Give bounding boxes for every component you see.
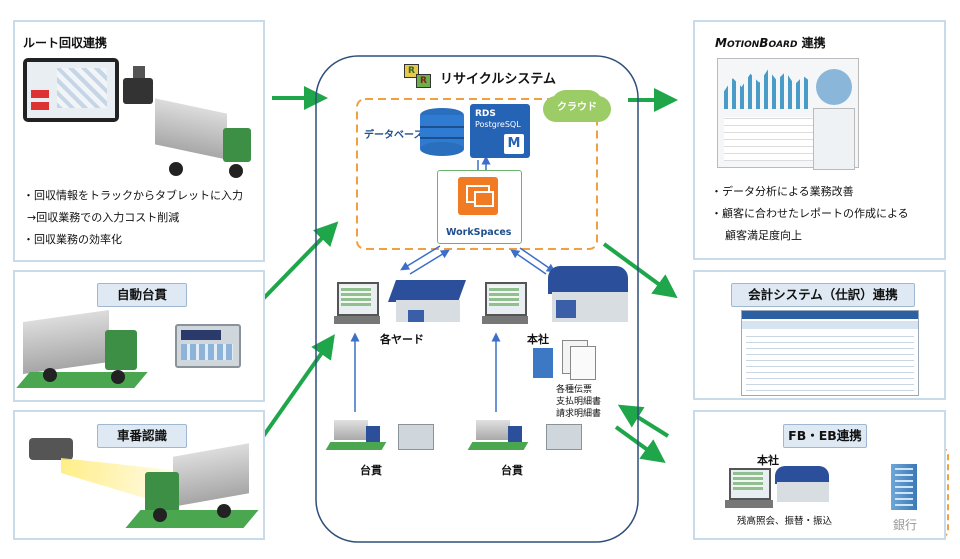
arrow-docs-to-fbeb bbox=[614, 425, 666, 464]
plate-recognition-panel: 車番認識 bbox=[13, 410, 265, 540]
hq-label: 本社 bbox=[527, 333, 549, 346]
fbeb-pc-icon bbox=[729, 468, 771, 500]
bank-label: 銀行 bbox=[893, 518, 918, 532]
route-bullet-3: ・回収業務の効率化 bbox=[23, 233, 122, 246]
rds-icon: RDS PostgreSQL M bbox=[470, 104, 530, 158]
motionboard-bullet-2: ・顧客に合わせたレポートの作成による bbox=[711, 207, 909, 220]
rds-label: RDS bbox=[475, 109, 496, 119]
scale-terminal-image bbox=[175, 324, 241, 368]
route-bullet-2: →回収業務での入力コスト削減 bbox=[27, 211, 180, 224]
scale-truck-left bbox=[325, 416, 387, 454]
fbeb-hq-label: 本社 bbox=[757, 454, 779, 467]
accounting-panel: 会計システム（仕訳）連携 bbox=[693, 270, 946, 400]
dashboard-screenshot-2 bbox=[813, 108, 855, 170]
motionboard-bullet-3: 顧客満足度向上 bbox=[725, 229, 802, 242]
arrow-autoscale-to-system bbox=[260, 221, 339, 302]
workspaces-box: WorkSpaces bbox=[437, 170, 522, 244]
workspaces-icon bbox=[458, 177, 498, 215]
scale-label-left: 台貫 bbox=[360, 464, 382, 477]
yard-pc-icon bbox=[337, 282, 379, 316]
postgres-label: PostgreSQL bbox=[475, 120, 521, 129]
route-title: ルート回収連携 bbox=[23, 36, 108, 50]
hq-warehouse-icon bbox=[548, 266, 634, 326]
yard-warehouse-icon bbox=[387, 280, 467, 324]
plate-title: 車番認識 bbox=[97, 424, 187, 448]
motionboard-bullet-1: ・データ分析による業務改善 bbox=[711, 185, 854, 198]
bank-building-icon bbox=[891, 464, 917, 510]
hq-pc-icon bbox=[485, 282, 527, 316]
accounting-screenshot bbox=[741, 310, 919, 396]
yard-label: 各ヤード bbox=[380, 333, 424, 346]
building-icon bbox=[533, 348, 553, 378]
tablet-image bbox=[23, 58, 119, 122]
truck-image bbox=[16, 309, 148, 396]
green-arrows bbox=[260, 86, 678, 464]
dashcam-image bbox=[123, 78, 153, 104]
database-label: データベース bbox=[364, 130, 424, 141]
cloud-label: クラウド bbox=[557, 102, 597, 113]
documents-icon bbox=[562, 340, 596, 380]
arrow-fbeb-to-docs bbox=[617, 404, 670, 438]
arrow-system-to-accounting bbox=[602, 242, 678, 299]
system-logo: R R bbox=[404, 64, 431, 88]
doc-label-1: 各種伝票 bbox=[556, 385, 593, 395]
scale-terminal-left bbox=[398, 424, 434, 450]
camera-image bbox=[29, 438, 73, 460]
route-bullet-1: ・回収情報をトラックからタブレットに入力 bbox=[23, 189, 243, 202]
scale-label-right: 台貫 bbox=[501, 464, 523, 477]
route-collection-panel: ルート回収連携 ・回収情報をトラックからタブレットに入力 →回収業務での入力コス… bbox=[13, 20, 265, 262]
accounting-title: 会計システム（仕訳）連携 bbox=[731, 283, 915, 307]
fbeb-caption: 残高照会、振替・振込 bbox=[737, 516, 833, 527]
fbeb-panel: FB・EB連携 本社 銀行 残高照会、振替・振込 bbox=[693, 410, 946, 540]
motionboard-title: MOTIONBOARD 連携 bbox=[715, 36, 826, 50]
m-icon: M bbox=[504, 134, 524, 154]
doc-label-3: 請求明細書 bbox=[556, 409, 602, 419]
system-frame bbox=[315, 55, 639, 543]
cloud-badge: クラウド bbox=[551, 90, 603, 120]
scale-terminal-right bbox=[546, 424, 582, 450]
truck-image bbox=[125, 443, 259, 534]
cloud-area bbox=[356, 98, 598, 250]
workspaces-label: WorkSpaces bbox=[446, 227, 512, 238]
system-title: リサイクルシステム bbox=[440, 72, 556, 87]
database-icon bbox=[420, 108, 464, 156]
fbeb-warehouse-icon bbox=[775, 466, 831, 504]
auto-scale-title: 自動台貫 bbox=[97, 283, 187, 307]
fbeb-title: FB・EB連携 bbox=[783, 424, 867, 448]
scale-truck-right bbox=[467, 416, 529, 454]
truck-image bbox=[155, 98, 255, 178]
auto-scale-panel: 自動台貫 bbox=[13, 270, 265, 402]
motionboard-panel: MOTIONBOARD 連携 ・データ分析による業務改善 ・顧客に合わせたレポー… bbox=[693, 20, 946, 260]
arrow-plate-to-system bbox=[260, 334, 335, 440]
doc-label-2: 支払明細書 bbox=[556, 397, 602, 407]
